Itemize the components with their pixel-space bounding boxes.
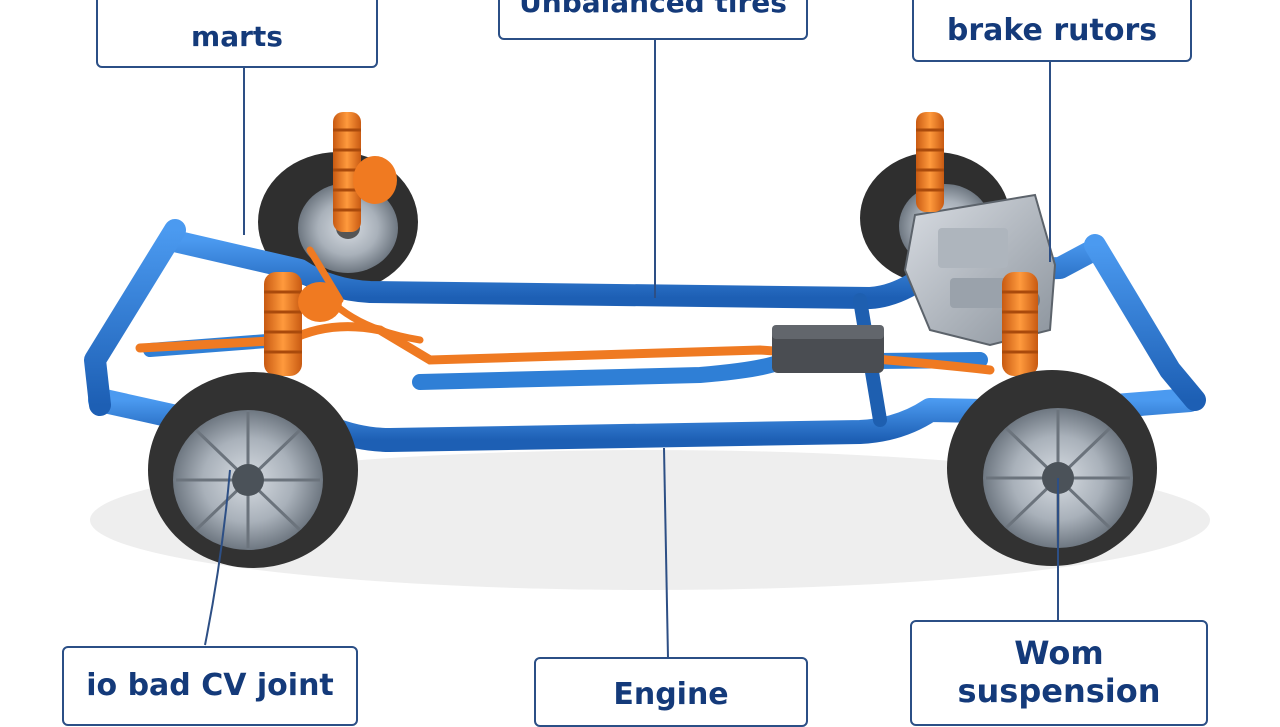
label-bottom-center: Engine (534, 657, 808, 727)
label-bottom-right: Wom suspension (910, 620, 1208, 726)
leader-lines (204, 40, 1059, 659)
label-top-left-text: marts (191, 20, 283, 54)
label-top-left: marts (96, 0, 378, 68)
label-top-center: Unbalanced tires (498, 0, 808, 40)
ground-shadow (90, 450, 1210, 590)
label-bottom-right-line1: Wom (1014, 634, 1104, 672)
front-left-spring (264, 272, 342, 376)
label-top-right: brake rutors (912, 0, 1192, 62)
label-top-center-text: Unbalanced tires (519, 0, 787, 19)
label-bottom-right-line2: suspension (957, 672, 1161, 711)
front-right-wheel (947, 370, 1157, 566)
label-top-right-text: brake rutors (946, 13, 1158, 48)
front-right-spring (1002, 272, 1038, 376)
label-bottom-left-text: io bad CV joint (86, 668, 334, 703)
rear-left-spring (333, 112, 397, 232)
rear-right-spring (916, 112, 944, 212)
label-bottom-center-text: Engine (613, 677, 729, 712)
label-bottom-left: io bad CV joint (62, 646, 358, 726)
front-left-wheel (148, 372, 358, 568)
